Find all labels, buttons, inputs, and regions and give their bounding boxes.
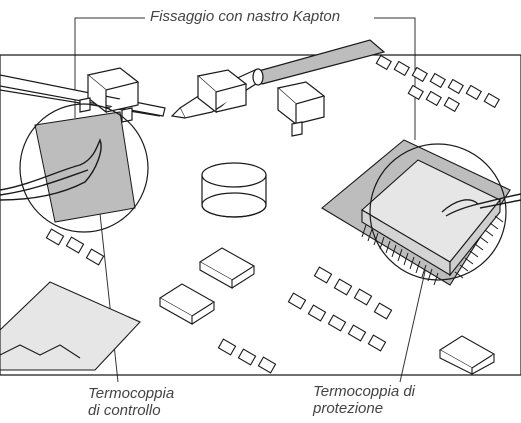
thermocouple-wire-icon bbox=[0, 138, 102, 201]
leader-line-fixing-left bbox=[74, 17, 145, 118]
ic-small-middle bbox=[198, 247, 256, 289]
transistor-top-3 bbox=[276, 81, 326, 137]
label-control-line2: di controllo bbox=[88, 402, 161, 419]
thermocouple-wire-right bbox=[477, 193, 521, 209]
leader-line-control bbox=[97, 194, 119, 383]
capacitor-icon bbox=[201, 162, 267, 218]
label-control-line1: Termocoppia bbox=[88, 385, 175, 402]
ic-small-lower bbox=[158, 283, 216, 325]
transistor-top-1 bbox=[79, 67, 140, 123]
ic-bottom-right bbox=[438, 335, 496, 375]
smd-resistor-cluster bbox=[287, 266, 393, 352]
magnifier-circle-left bbox=[19, 103, 149, 233]
smd-resistors-left bbox=[45, 228, 105, 266]
ic-large-bottom-left bbox=[0, 281, 141, 371]
ic-chip-right bbox=[321, 139, 511, 286]
smd-resistors-top-right bbox=[375, 54, 500, 113]
label-control-thermocouple: Termocoppia di controllo bbox=[88, 385, 174, 419]
smd-resistors-bottom bbox=[217, 338, 277, 374]
label-protection-line2: protezione bbox=[313, 400, 384, 417]
leader-line-fixing-right bbox=[374, 17, 416, 140]
soldering-iron-icon bbox=[170, 39, 386, 119]
ic-pins-right bbox=[361, 215, 504, 286]
kapton-tape-left bbox=[34, 111, 136, 223]
transistor-top-2 bbox=[196, 69, 248, 114]
label-protection-line1: Termocoppia di bbox=[313, 383, 416, 400]
label-kapton-fixing: Fissaggio con nastro Kapton bbox=[150, 8, 341, 25]
magnifier-circle-right bbox=[369, 143, 507, 281]
label-protection-thermocouple: Termocoppia di protezione bbox=[313, 383, 415, 417]
